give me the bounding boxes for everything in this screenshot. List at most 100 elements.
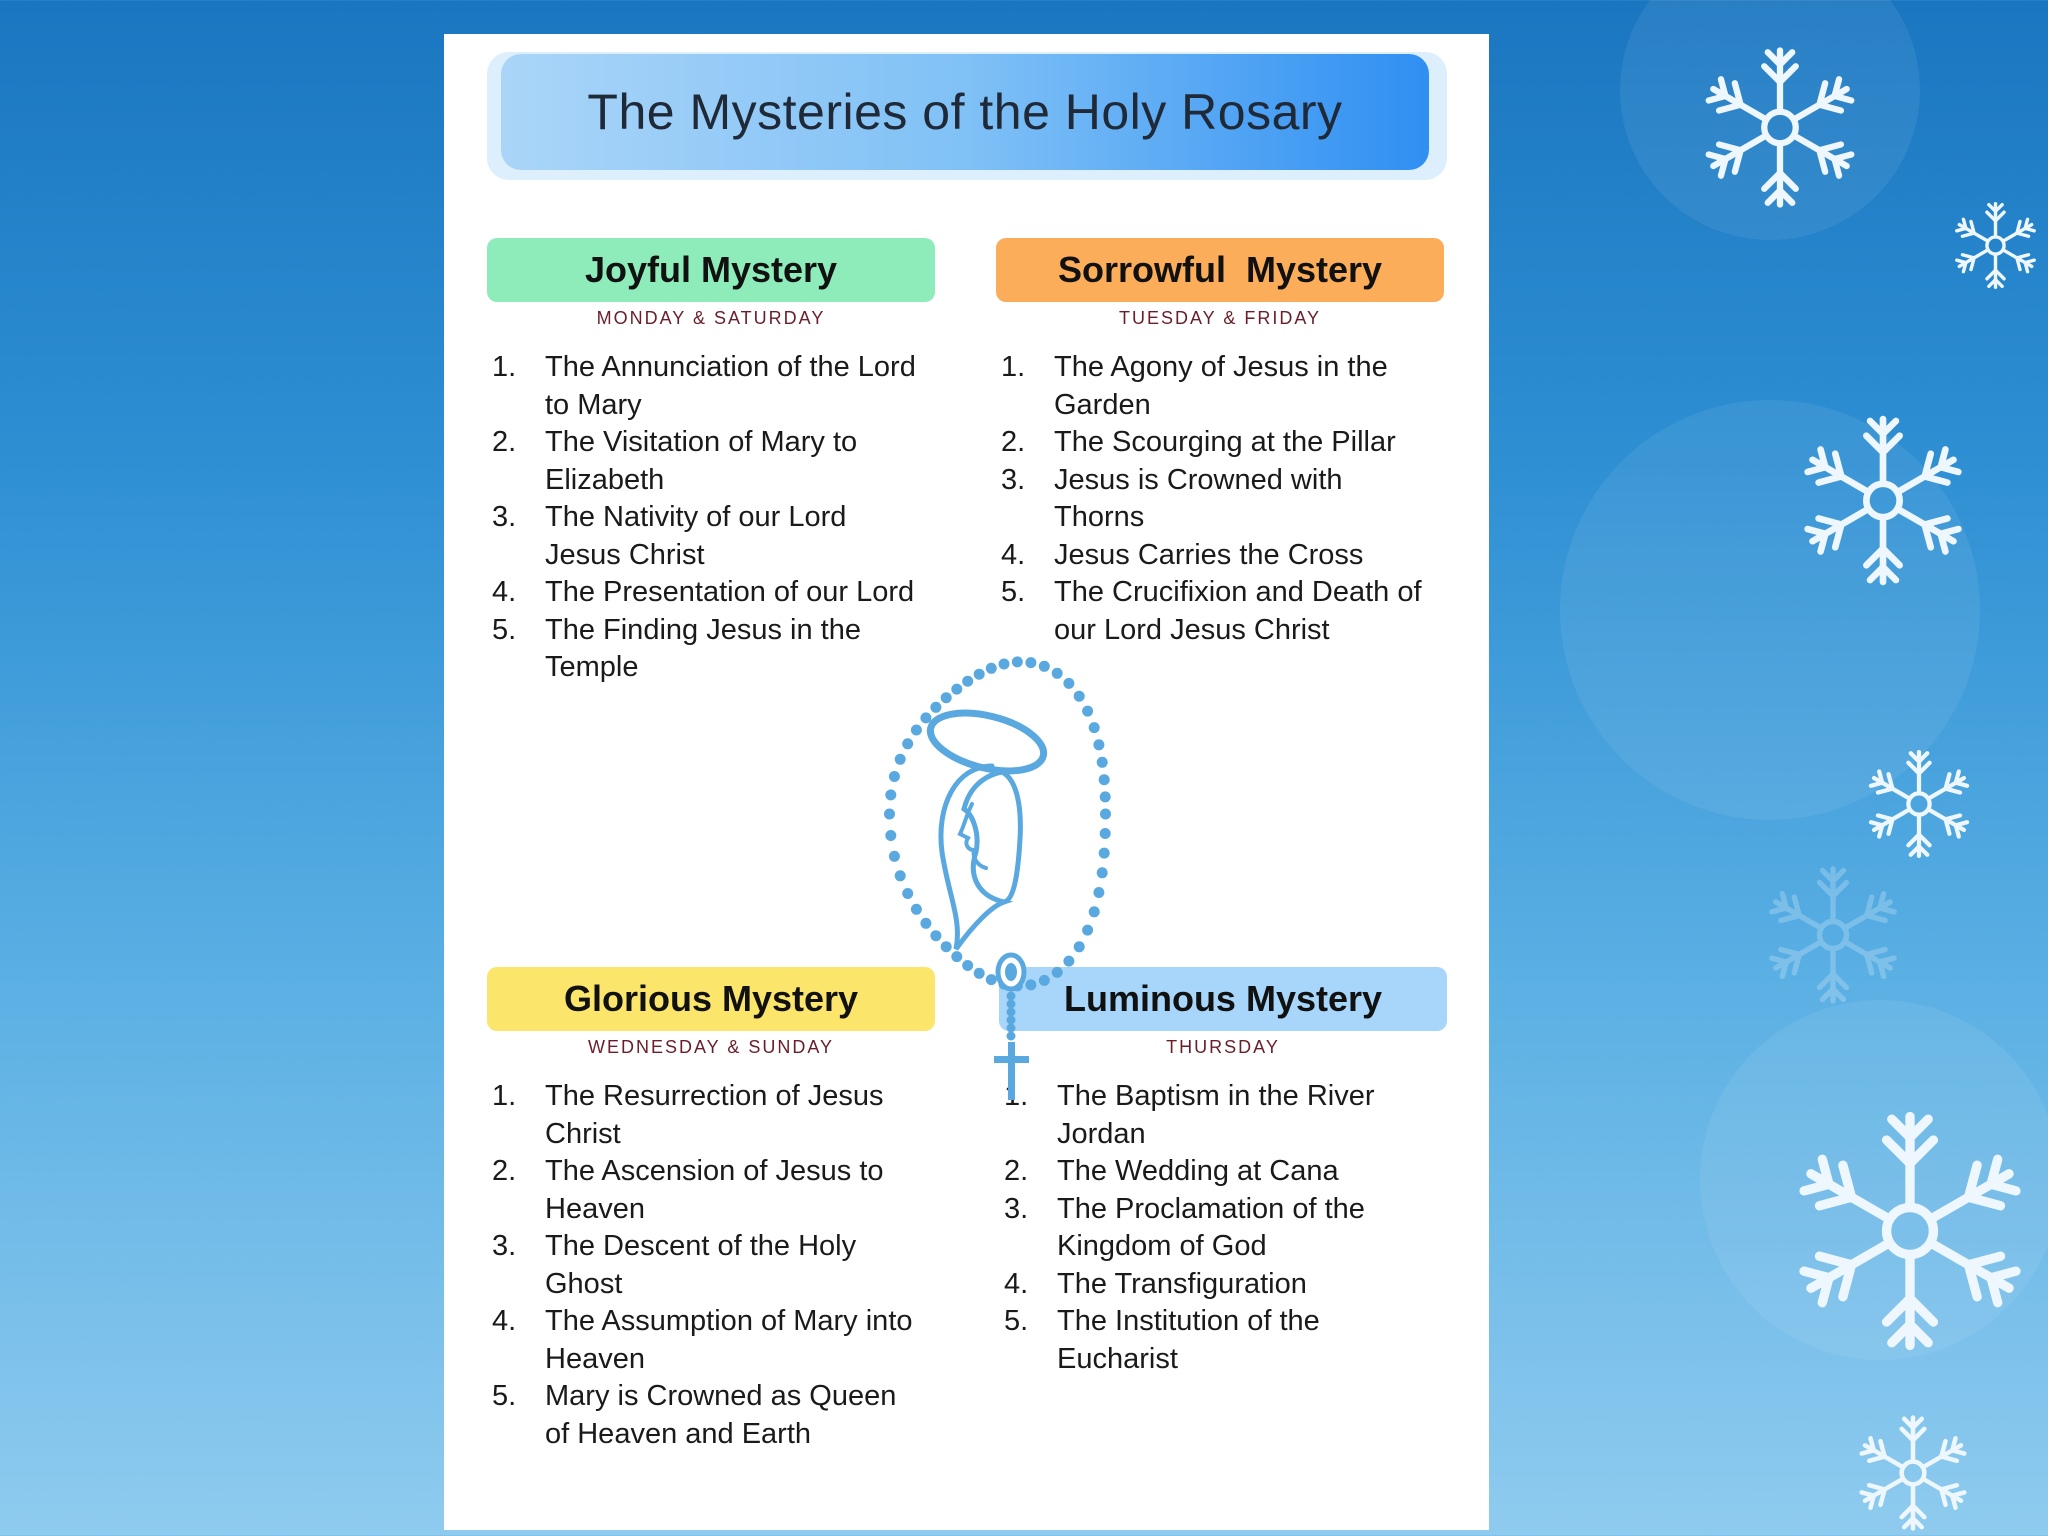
rosary-bead	[962, 960, 974, 971]
sorrowful-mystery-header: Sorrowful Mystery	[996, 238, 1444, 302]
luminous-mystery-days: THURSDAY	[1166, 1037, 1280, 1057]
list-item-number: 1.	[492, 1080, 517, 1112]
rosary-bead	[920, 917, 932, 929]
list-item: 5.The Institution of the Eucharist	[999, 1303, 1447, 1378]
snowflake-icon	[1758, 860, 1908, 1010]
rosary-bead	[1099, 828, 1111, 839]
list-item-text: The Crucifixion and Death of our Lord Je…	[1054, 576, 1422, 646]
rosary-bead	[1063, 955, 1075, 967]
list-item: 1. The Agony of Jesus in the Garden	[996, 349, 1444, 424]
list-item-text: The Resurrection of Jesus Christ	[545, 1080, 884, 1150]
list-item: 4.Jesus Carries the Cross	[996, 537, 1444, 575]
luminous-mystery-list: 1.The Baptism in the River Jordan 2.The …	[999, 1078, 1447, 1378]
background-glow	[1560, 400, 1980, 820]
rosary-bead	[1006, 1015, 1016, 1025]
list-item-text: The Baptism in the River Jordan	[1057, 1080, 1375, 1150]
joyful-mystery-title: Joyful Mystery	[584, 249, 838, 290]
page-title: The Mysteries of the Holy Rosary	[587, 84, 1343, 140]
mary-face-profile	[957, 802, 988, 870]
list-item-number: 5.	[492, 613, 517, 646]
rosary-bead	[1006, 991, 1016, 1001]
rosary-beads	[884, 656, 1111, 1041]
rosary-bead	[885, 789, 897, 801]
rosary-bead	[1038, 974, 1050, 986]
list-item-text: The Agony of Jesus in the Garden	[1054, 351, 1388, 421]
list-item-text: The Annunciation of the Lord to Mary	[545, 351, 916, 421]
cross-horizontal	[994, 1056, 1029, 1063]
list-item: 3.The Nativity of our Lord Jesus Christ	[487, 499, 935, 574]
list-item: 2.The Wedding at Cana	[999, 1153, 1447, 1191]
list-item-text: The Presentation of our Lord	[545, 576, 915, 608]
list-item-number: 3.	[1001, 463, 1026, 496]
snowflake-icon	[1788, 408, 1978, 593]
list-item: 4.The Presentation of our Lord	[487, 574, 935, 612]
sorrowful-mystery-days: TUESDAY & FRIDAY	[1118, 308, 1322, 328]
rosary-bead	[1096, 867, 1108, 879]
list-item: 5.The Crucifixion and Death of our Lord …	[996, 574, 1444, 649]
glorious-mystery-header: Glorious Mystery	[487, 967, 935, 1031]
title-banner: The Mysteries of the Holy Rosary	[487, 52, 1447, 180]
list-item-text: The Institution of the Eucharist	[1057, 1305, 1320, 1375]
list-item: 5.Mary is Crowned as Queen of Heaven and…	[487, 1378, 935, 1453]
list-item-text: The Ascension of Jesus to Heaven	[545, 1155, 884, 1225]
rosary-bead	[1006, 1007, 1016, 1017]
snowflake-icon	[1948, 198, 2043, 293]
list-item-number: 3.	[492, 1230, 517, 1262]
list-item: 4.The Transfiguration	[999, 1266, 1447, 1304]
snowflake-icon	[1780, 1100, 2040, 1362]
list-item-text: The Assumption of Mary into Heaven	[545, 1305, 913, 1375]
rosary-bead	[1063, 677, 1075, 689]
list-item-number: 1.	[1001, 351, 1026, 383]
rosary-bead	[1098, 774, 1110, 786]
title-bar: The Mysteries of the Holy Rosary	[501, 54, 1429, 170]
joyful-mystery-days: MONDAY & SATURDAY	[596, 308, 826, 328]
rosary-bead	[973, 668, 985, 680]
rosary-bead	[910, 724, 922, 736]
rosary-bead	[1088, 722, 1100, 734]
list-item: 3.The Proclamation of the Kingdom of God	[999, 1191, 1447, 1266]
rosary-bead	[894, 870, 906, 882]
halo-icon	[926, 709, 1048, 775]
list-item-number: 2.	[1001, 426, 1026, 458]
luminous-mystery-header: Luminous Mystery	[999, 967, 1447, 1031]
joyful-mystery-header: Joyful Mystery	[487, 238, 935, 302]
rosary-bead	[1006, 1031, 1016, 1041]
rosary-bead	[894, 753, 906, 765]
list-item-text: Mary is Crowned as Queen of Heaven and E…	[545, 1380, 897, 1450]
rosary-bead	[902, 888, 914, 899]
rosary-bead	[1073, 941, 1085, 953]
list-item: 1. The Resurrection of Jesus Christ	[487, 1078, 935, 1153]
list-item-text: The Finding Jesus in the Temple	[545, 613, 861, 684]
rosary-bead	[1011, 656, 1023, 668]
sorrowful-mystery-section: Sorrowful Mystery TUESDAY & FRIDAY 1. The…	[996, 238, 1444, 649]
rosary-bead	[940, 941, 952, 953]
rosary-bead	[951, 951, 963, 963]
rosary-bead	[1038, 660, 1050, 672]
rosary-bead	[888, 771, 900, 782]
list-item: 2.The Visitation of Mary to Elizabeth	[487, 424, 935, 499]
list-item-number: 4.	[1001, 538, 1026, 571]
rosary-bead	[940, 692, 952, 704]
rosary-bead	[1093, 739, 1105, 751]
rosary-bead	[1051, 667, 1063, 679]
list-item-text: The Proclamation of the Kingdom of God	[1057, 1192, 1365, 1263]
glorious-mystery-section: Glorious Mystery WEDNESDAY & SUNDAY 1. Th…	[487, 967, 935, 1453]
rosary-bead	[1082, 705, 1094, 717]
rosary-bead	[930, 701, 942, 713]
list-item-text: The Scourging at the Pillar	[1054, 426, 1396, 458]
glorious-mystery-title: Glorious Mystery	[563, 978, 859, 1019]
rosary-bead	[1093, 887, 1105, 898]
rosary-bead	[885, 830, 897, 841]
rosary-bead	[962, 675, 974, 687]
rosary-bead	[920, 712, 932, 724]
rosary-bead	[1100, 808, 1111, 820]
list-item-number: 4.	[492, 1305, 517, 1337]
list-item-number: 2.	[492, 1155, 517, 1187]
joyful-mystery-section: Joyful Mystery MONDAY & SATURDAY 1.The A…	[487, 238, 935, 687]
glorious-mystery-days: WEDNESDAY & SUNDAY	[587, 1037, 835, 1057]
mary-veil-outline	[938, 763, 1023, 951]
list-item: 2. The Scourging at the Pillar	[996, 424, 1444, 462]
list-item-text: The Wedding at Cana	[1057, 1155, 1339, 1187]
rosary-bead	[930, 930, 942, 942]
rosary-bead	[1082, 924, 1094, 936]
